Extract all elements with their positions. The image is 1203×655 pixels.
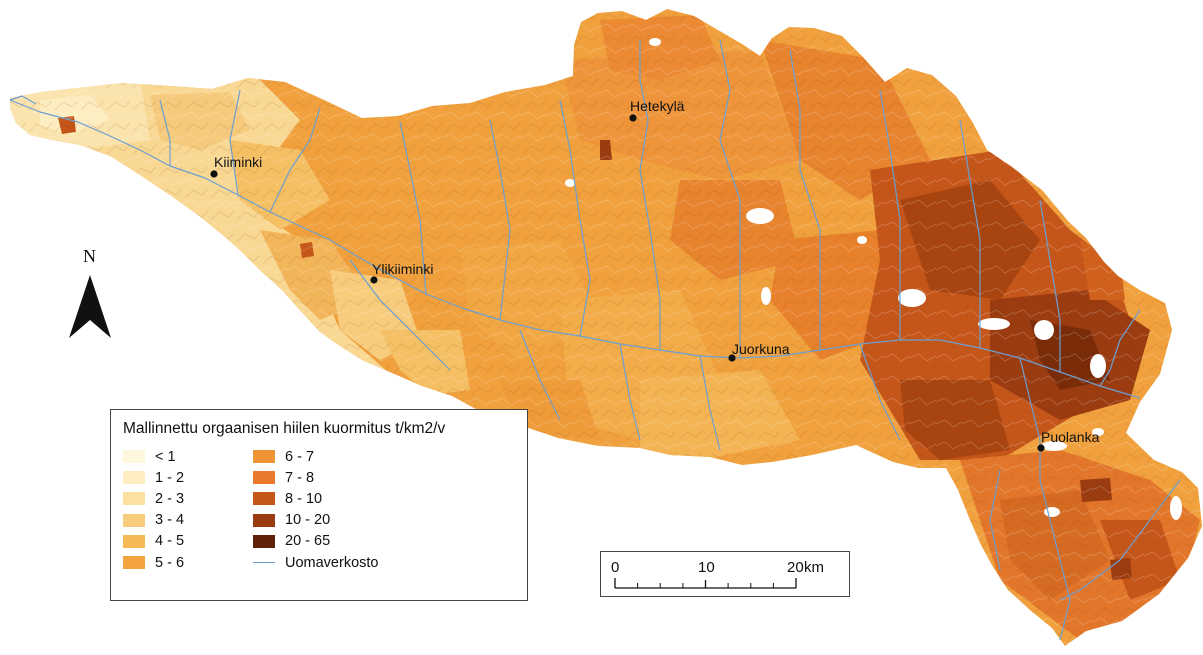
lake	[1090, 354, 1106, 378]
lakes	[565, 38, 1182, 520]
town-marker	[629, 114, 637, 122]
legend-swatch	[123, 492, 145, 506]
town-marker	[1037, 444, 1045, 452]
legend-label: 10 - 20	[285, 512, 331, 529]
town-marker	[728, 354, 736, 362]
legend-swatch	[253, 513, 275, 527]
legend-column: 6 - 7 7 - 8 8 - 10 10 - 20 20 - 65 Uomaverkos…	[253, 446, 383, 573]
legend-item-river: Uomaverkosto	[253, 552, 383, 573]
lake	[565, 179, 575, 187]
river-line-swatch	[253, 556, 275, 569]
legend-label: 2 - 3	[155, 490, 185, 507]
scale-unit: km	[804, 559, 824, 576]
town-label-hetekyla: Hetekylä	[630, 98, 685, 114]
scale-bar: 0 10 20 km	[600, 551, 850, 597]
town-marker	[210, 170, 218, 178]
legend-item: 20 - 65	[253, 531, 383, 552]
legend-item: 3 - 4	[123, 510, 253, 531]
legend-item: 7 - 8	[253, 467, 383, 488]
north-label: N	[83, 246, 96, 266]
lake	[1170, 496, 1182, 520]
lake	[1041, 441, 1067, 451]
town-marker	[370, 276, 378, 284]
scale-tick-20: 20	[787, 559, 804, 576]
legend-label: 7 - 8	[285, 469, 315, 486]
legend-label: 3 - 4	[155, 512, 185, 529]
legend-item: 1 - 2	[123, 467, 253, 488]
river-network	[9, 39, 1181, 641]
legend-swatch	[123, 556, 145, 570]
north-arrow-icon: N	[69, 246, 111, 338]
legend-swatch	[253, 534, 275, 548]
lake	[746, 208, 774, 224]
legend-label: < 1	[155, 448, 176, 465]
legend-label: 4 - 5	[155, 533, 185, 550]
scale-tick-10: 10	[698, 559, 715, 576]
lake	[649, 38, 661, 46]
legend-swatch	[253, 450, 275, 464]
scale-ruler	[614, 578, 797, 589]
legend-label: 20 - 65	[285, 533, 331, 550]
lake	[761, 287, 771, 305]
lake	[857, 236, 867, 244]
town-label-kiiminki: Kiiminki	[214, 154, 262, 170]
lake	[898, 289, 926, 307]
legend-item: 2 - 3	[123, 488, 253, 509]
legend-swatch	[123, 534, 145, 548]
legend-item: 5 - 6	[123, 552, 253, 573]
lake	[978, 318, 1010, 330]
legend-item: 6 - 7	[253, 446, 383, 467]
legend-title: Mallinnettu orgaanisen hiilen kuormitus …	[123, 420, 446, 437]
lake	[1034, 320, 1054, 340]
lake	[1092, 428, 1104, 436]
legend-item: 8 - 10	[253, 488, 383, 509]
legend-columns: < 1 1 - 2 2 - 3 3 - 4 4 - 5 5 - 6 6 - 7 7 - 8 8 …	[123, 446, 527, 573]
legend-swatch	[123, 450, 145, 464]
legend-item: 4 - 5	[123, 531, 253, 552]
scale-tick-0: 0	[611, 559, 620, 576]
lake	[1044, 507, 1060, 517]
legend-swatch	[123, 471, 145, 485]
map-legend: Mallinnettu orgaanisen hiilen kuormitus …	[110, 409, 528, 601]
legend-label: 1 - 2	[155, 469, 185, 486]
legend-label: 6 - 7	[285, 448, 315, 465]
legend-item: < 1	[123, 446, 253, 467]
legend-swatch	[253, 492, 275, 506]
legend-swatch	[123, 513, 145, 527]
legend-label: 8 - 10	[285, 490, 323, 507]
legend-swatch	[253, 471, 275, 485]
town-label-ylikiiminki: Ylikiiminki	[372, 261, 433, 277]
legend-label: 5 - 6	[155, 554, 185, 571]
town-label-puolanka: Puolanka	[1041, 429, 1100, 445]
legend-item: 10 - 20	[253, 510, 383, 531]
towns: Hetekylä Kiiminki Ylikiiminki Juorkuna P…	[210, 98, 1100, 452]
legend-column: < 1 1 - 2 2 - 3 3 - 4 4 - 5 5 - 6	[123, 446, 253, 573]
town-label-juorkuna: Juorkuna	[732, 341, 790, 357]
legend-label-river: Uomaverkosto	[285, 554, 379, 571]
